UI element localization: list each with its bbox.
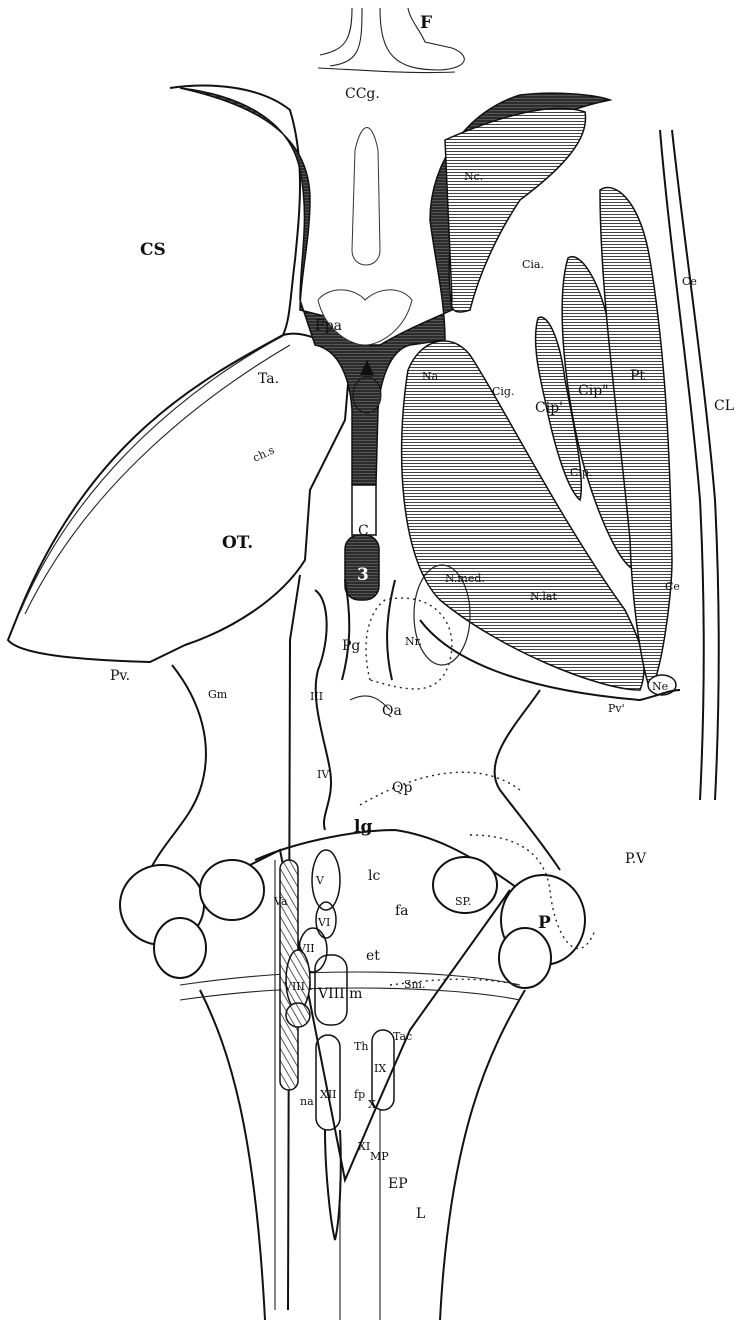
label-Cip2: Cip" [578,383,609,399]
label-et: et [366,948,380,964]
label-Tac: Tac [393,1030,412,1043]
right-hemisphere [402,108,719,800]
label-na: na [300,1095,314,1108]
label-Gm: Gm [208,688,228,701]
left-hemisphere [8,86,350,662]
label-L: L [416,1206,425,1222]
label-Th: Th [354,1040,368,1053]
label-Na: Na [422,370,439,383]
label-lg: lg [354,817,372,837]
label-VIIIm: VIII m [317,986,362,1002]
label-Nmed: N.med. [445,572,485,585]
label-fp: fp [354,1088,365,1101]
label-Ne: Ne [652,680,668,693]
label-Pg: Pg [342,638,360,654]
label-X: X [368,1098,376,1111]
label-EP: EP [388,1176,408,1192]
label-Sm: Sm. [404,978,425,991]
label-fa: fa [395,903,409,919]
label-SP: SP. [455,895,471,908]
brain-stem [120,575,595,1320]
label-CS: CS [140,240,166,260]
label-Fpa: Fpa [315,318,342,334]
label-C: C [358,523,369,539]
label-PV: P.V [625,851,647,867]
label-P: P [538,913,551,933]
label-III: III [310,690,323,703]
label-Ce-bottom: Ce [665,580,680,593]
label-Cip: Cip. [570,466,592,479]
label-OT: OT. [222,533,253,553]
label-XI: XI [358,1140,370,1153]
label-IX: IX [374,1062,386,1075]
label-VI: VI [317,916,330,929]
label-Nlat: N.lat [530,590,557,603]
label-Qp: Qp [392,780,412,796]
label-VII: VII [297,942,315,955]
label-Cig: Cig. [492,385,514,398]
label-Qa: Qa [382,703,402,719]
fornix-sketch [318,8,464,73]
label-Nc: Nc. [464,170,483,183]
label-Pv-left: Pv. [110,668,130,684]
label-Ce-top: Ce [682,275,697,288]
label-3: 3 [357,565,369,585]
label-Cip1: Cip' [535,400,563,416]
label-F: F [420,13,432,33]
label-V: V [315,874,325,887]
label-CCg: CCg. [345,86,380,102]
label-Nr: Nr. [405,635,422,648]
label-Ta: Ta. [258,371,279,387]
label-MP: MP [370,1150,389,1163]
label-Cia: Cia. [522,258,544,271]
label-VIIIl: VIII l [283,980,312,993]
label-XII: XII [320,1088,337,1101]
label-lc: lc [368,868,380,884]
label-Pv-right: Pv' [608,702,625,715]
label-Pt: Pt [630,368,645,384]
label-CL: CL [714,398,734,414]
label-Va: Va [273,895,288,908]
label-IV: IV [317,768,330,781]
